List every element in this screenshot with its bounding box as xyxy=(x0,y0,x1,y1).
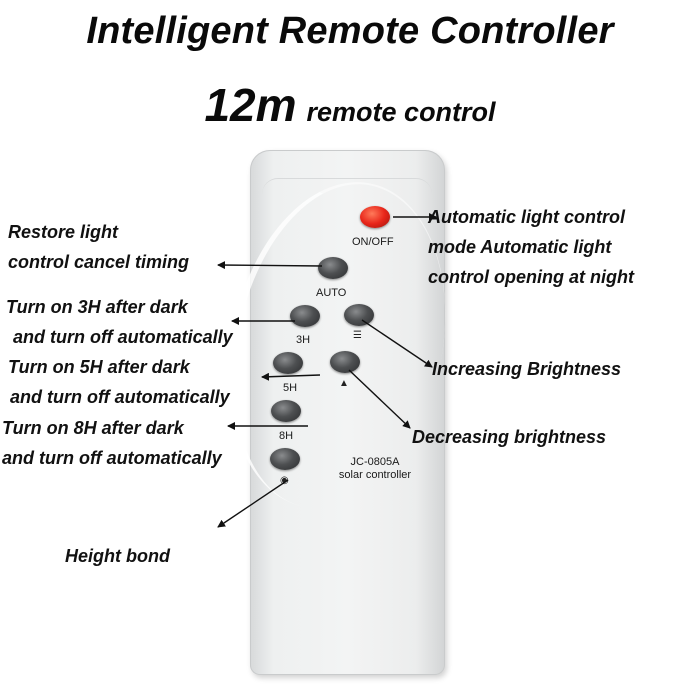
range-caption: remote control xyxy=(306,97,496,127)
annotation-8h: Turn on 8H after dark and turn off autom… xyxy=(2,413,222,473)
annotation-restore-line1: Restore light xyxy=(8,222,119,242)
brightness-up-button[interactable] xyxy=(344,304,374,326)
range-value: 12m xyxy=(204,79,297,131)
model-number: JC-0805A xyxy=(350,456,400,468)
annotation-5h-line1: Turn on 5H after dark xyxy=(8,357,190,377)
3h-button[interactable] xyxy=(290,305,320,327)
5h-label: 5H xyxy=(283,382,298,394)
on-off-label: ON/OFF xyxy=(352,236,394,248)
model-label: JC-0805A solar controller xyxy=(325,456,425,482)
annotation-3h-line2: and turn off automatically xyxy=(13,327,233,347)
3h-label: 3H xyxy=(296,334,311,346)
annotation-8h-line2: and turn off automatically xyxy=(2,448,222,468)
model-description: solar controller xyxy=(338,469,412,481)
annotation-restore: Restore light control cancel timing xyxy=(8,217,189,277)
annotation-8h-line1: Turn on 8H after dark xyxy=(2,418,184,438)
5h-button[interactable] xyxy=(273,352,303,374)
page-title: Intelligent Remote Controller xyxy=(86,10,614,52)
annotation-height-bond: Height bond xyxy=(65,546,170,566)
8h-button[interactable] xyxy=(271,400,301,422)
annotation-5h: Turn on 5H after dark and turn off autom… xyxy=(8,352,230,412)
8h-label: 8H xyxy=(279,430,294,442)
annotation-auto-line2: mode Automatic light xyxy=(428,237,612,257)
annotation-decrease: Decreasing brightness xyxy=(412,427,607,447)
brightness-up-icon: ☰ xyxy=(353,330,362,341)
annotation-3h: Turn on 3H after dark and turn off autom… xyxy=(6,292,233,352)
annotation-restore-line2: control cancel timing xyxy=(8,252,190,272)
annotation-auto-mode: Automatic light control mode Automatic l… xyxy=(428,202,634,292)
annotation-5h-line2: and turn off automatically xyxy=(10,387,230,407)
annotation-increase: Increasing Brightness xyxy=(432,359,622,379)
remote-top-panel xyxy=(262,178,432,328)
brightness-down-icon: ▲ xyxy=(339,378,349,389)
annotation-auto-line3: control opening at night xyxy=(428,267,634,287)
auto-label: AUTO xyxy=(316,287,347,299)
annotation-3h-line1: Turn on 3H after dark xyxy=(6,297,188,317)
page-subtitle: 12m remote control xyxy=(0,78,700,132)
on-off-button[interactable] xyxy=(360,206,390,228)
annotation-auto-line1: Automatic light control xyxy=(428,207,625,227)
auto-button[interactable] xyxy=(318,257,348,279)
brightness-down-button[interactable] xyxy=(330,351,360,373)
height-bond-button[interactable] xyxy=(270,448,300,470)
height-bond-icon: ◉ xyxy=(280,475,289,486)
